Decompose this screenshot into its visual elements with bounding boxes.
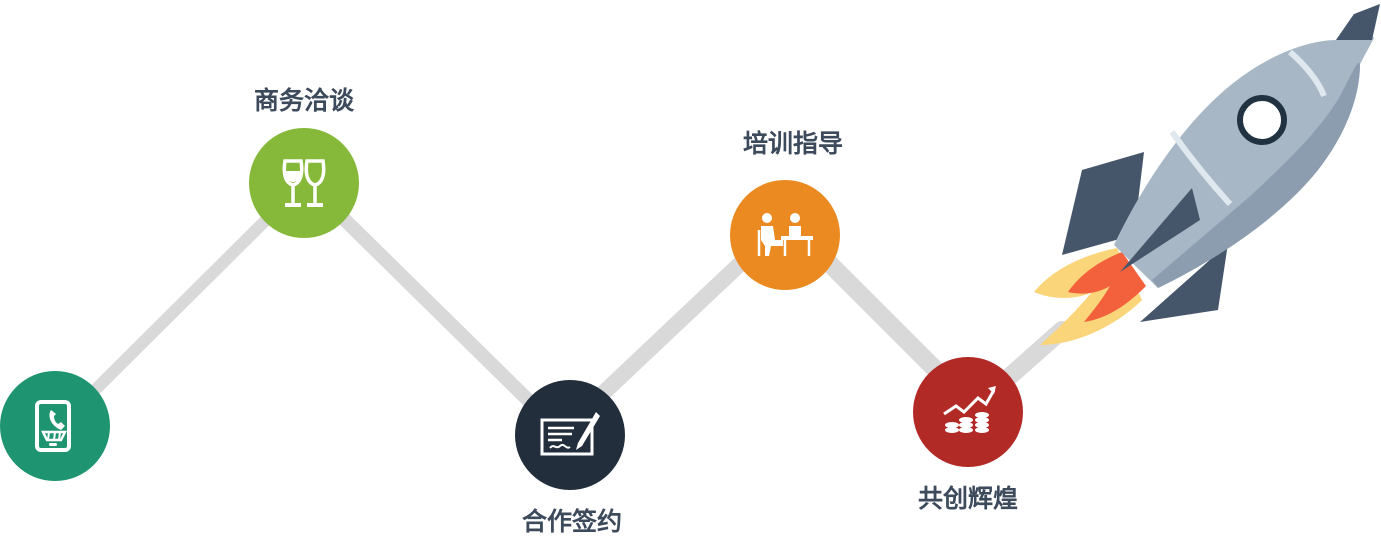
step-training-circle [730,180,840,290]
step-negotiation-circle [249,128,359,238]
meeting-icon [757,213,813,256]
step-signing-circle [515,380,625,490]
step-training-label: 培训指导 [742,129,843,158]
wine-glasses-icon [282,159,326,207]
step-negotiation-label: 商务洽谈 [253,86,354,115]
step-contact-circle [0,371,110,481]
phone-icon [35,400,71,452]
step-success-circle [913,357,1023,467]
rocket-icon [1034,4,1380,345]
growth-coins-icon [943,386,996,433]
step-success-label: 共创辉煌 [917,484,1018,513]
step-signing-label: 合作签约 [521,507,622,536]
contract-pen-icon [540,412,600,456]
